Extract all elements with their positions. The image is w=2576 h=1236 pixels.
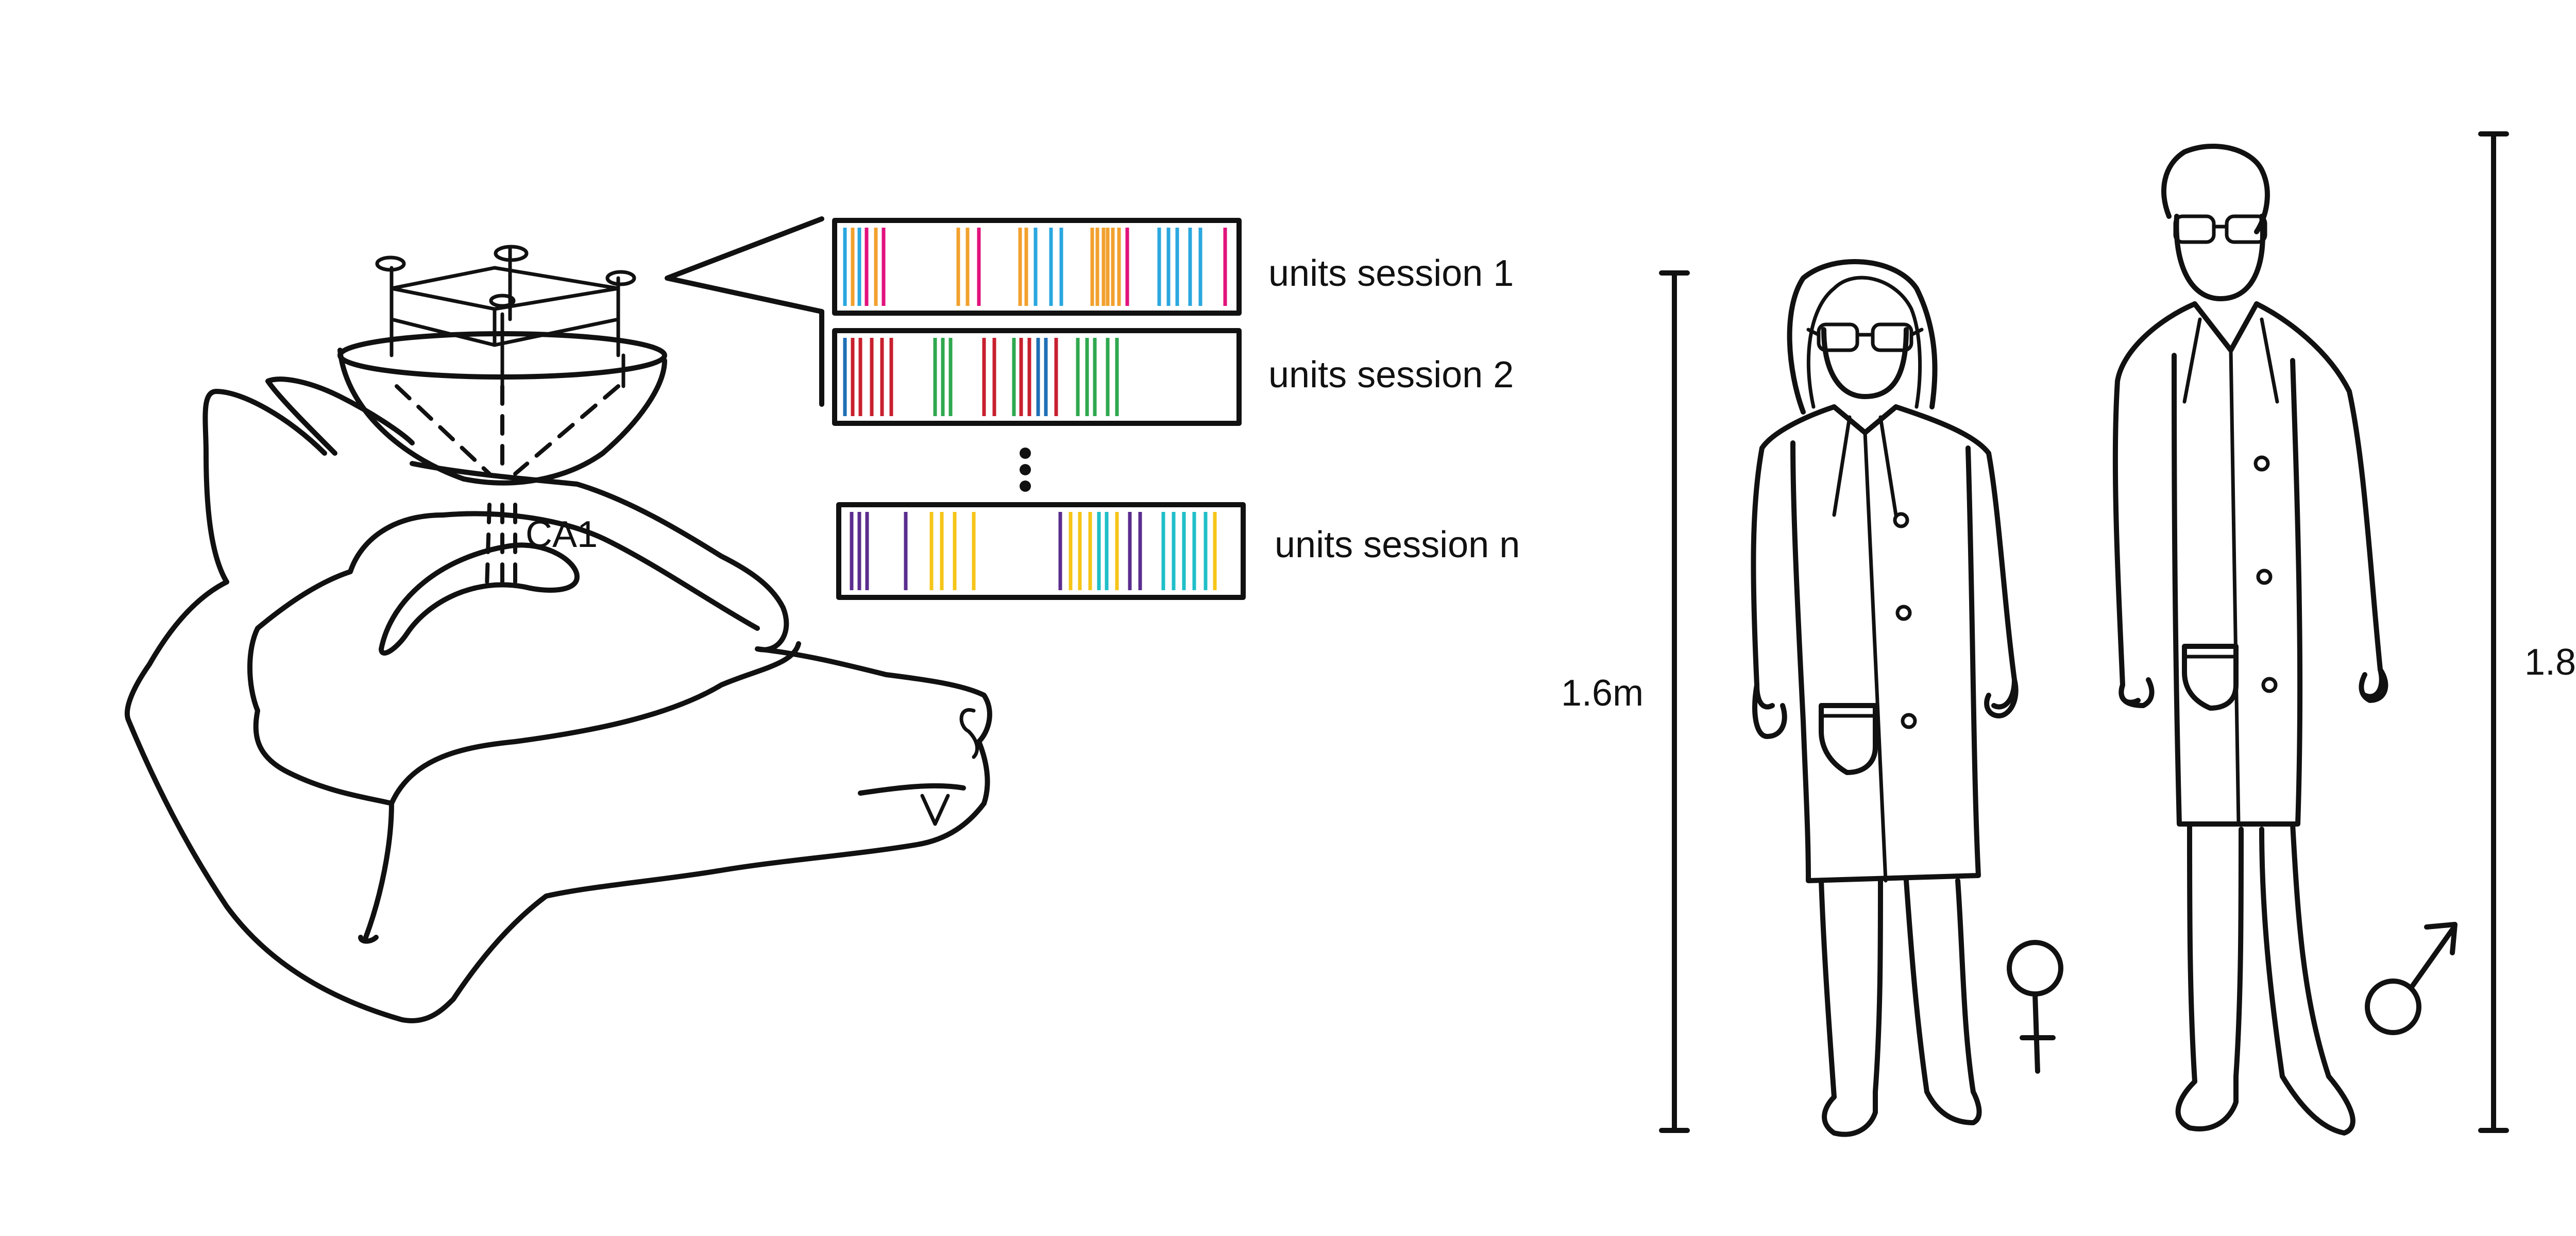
male-scientist-icon [2112, 144, 2388, 1136]
session-label-n: units session n [1275, 524, 1520, 565]
height-label-female: 1.6m [1561, 673, 1643, 714]
spike-raster-2 [843, 338, 1119, 416]
session-label-1: units session 1 [1268, 253, 1514, 294]
female-symbol-icon [2007, 940, 2063, 1074]
region-label: CA1 [526, 514, 598, 555]
female-scientist-icon [1751, 259, 2019, 1137]
height-label-male: 1.85m [2524, 642, 2576, 683]
session-panel-1 [832, 218, 1242, 316]
height-scale-male [2478, 131, 2509, 1133]
male-symbol-icon [2365, 922, 2458, 1035]
session-panel-n [836, 502, 1246, 600]
ellipsis-dots [1020, 448, 1031, 492]
spike-raster-1 [843, 228, 1227, 306]
session-panel-2 [832, 328, 1242, 426]
session-label-2: units session 2 [1268, 354, 1514, 396]
spike-raster-n [850, 512, 1217, 590]
callout-lines [665, 216, 824, 314]
height-scale-female [1659, 270, 1690, 1133]
drive-implant-icon [337, 245, 667, 589]
